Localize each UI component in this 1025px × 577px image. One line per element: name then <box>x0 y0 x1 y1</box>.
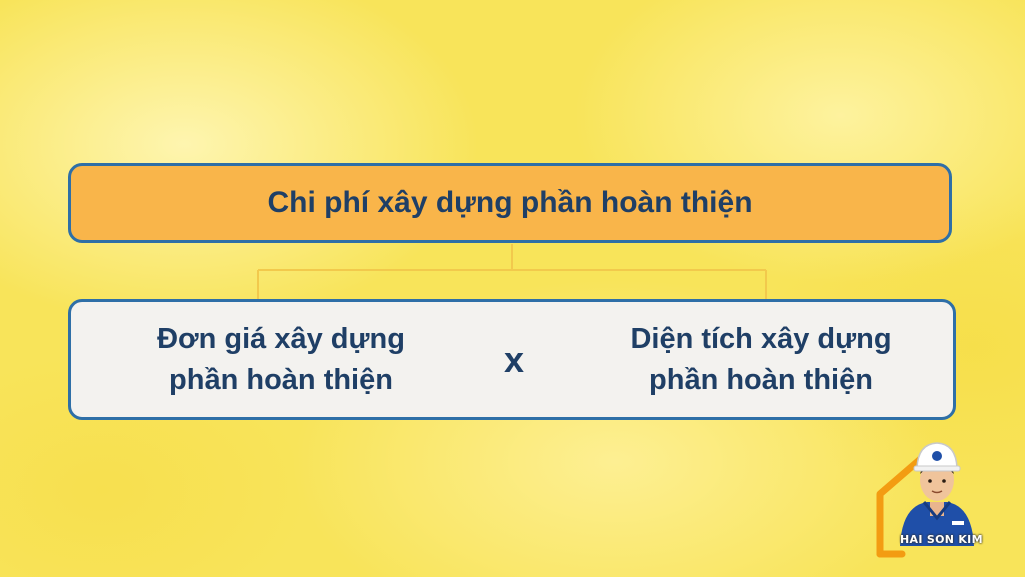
unit-price-term: Đơn giá xây dựng phần hoàn thiện <box>157 322 405 396</box>
formula-box: Đơn giá xây dựng phần hoàn thiện x Diện … <box>68 299 956 420</box>
multiply-operator: x <box>503 338 525 380</box>
brand-logo-icon <box>876 442 974 558</box>
total-cost-label: Chi phí xây dựng phần hoàn thiện <box>267 186 753 219</box>
area-term: Diện tích xây dựng phần hoàn thiện <box>630 322 892 396</box>
brand-name: HAI SON KIM <box>900 533 983 546</box>
total-cost-box: Chi phí xây dựng phần hoàn thiện <box>68 163 952 243</box>
